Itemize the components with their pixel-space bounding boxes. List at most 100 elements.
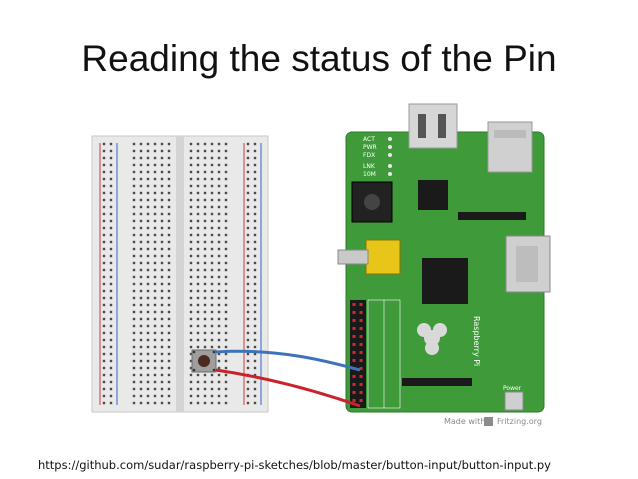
breadboard-hole — [167, 268, 171, 272]
breadboard-hole — [146, 198, 150, 202]
breadboard-hole — [253, 247, 257, 251]
breadboard-hole — [246, 338, 250, 342]
gpio-pin — [359, 327, 363, 330]
breadboard-hole — [217, 163, 221, 167]
breadboard-hole — [189, 387, 193, 391]
rca-video-port — [365, 239, 401, 275]
breadboard-hole — [139, 177, 143, 181]
breadboard-hole — [146, 401, 150, 405]
breadboard-hole — [253, 163, 257, 167]
breadboard-hole — [224, 177, 228, 181]
breadboard-hole — [224, 331, 228, 335]
gpio-pin — [352, 303, 356, 306]
breadboard-hole — [153, 331, 157, 335]
blue-wire — [215, 349, 361, 372]
breadboard-hole — [210, 394, 214, 398]
breadboard-hole — [167, 380, 171, 384]
breadboard-hole — [102, 149, 106, 153]
breadboard-hole — [224, 338, 228, 342]
breadboard-hole — [146, 247, 150, 251]
breadboard-hole — [109, 226, 113, 230]
breadboard-hole — [139, 163, 143, 167]
breadboard-hole — [210, 261, 214, 265]
breadboard-hole — [102, 170, 106, 174]
power-label: Power — [503, 385, 522, 392]
breadboard-hole — [167, 401, 171, 405]
breadboard-hole — [203, 247, 207, 251]
breadboard-hole — [139, 282, 143, 286]
breadboard-hole — [167, 345, 171, 349]
breadboard-hole — [253, 198, 257, 202]
breadboard-hole — [132, 247, 136, 251]
breadboard-hole — [139, 156, 143, 160]
breadboard-hole — [109, 310, 113, 314]
breadboard-hole — [189, 219, 193, 223]
breadboard-hole — [139, 184, 143, 188]
breadboard-hole — [210, 282, 214, 286]
breadboard-hole — [160, 219, 164, 223]
breadboard-hole — [203, 324, 207, 328]
breadboard-hole — [246, 289, 250, 293]
breadboard-hole — [196, 338, 200, 342]
breadboard-hole — [160, 226, 164, 230]
breadboard-hole — [203, 240, 207, 244]
breadboard-hole — [139, 261, 143, 265]
fritzing-watermark: Made with Fritzing.org — [444, 417, 542, 426]
breadboard-hole — [224, 142, 228, 146]
breadboard-hole — [196, 324, 200, 328]
breadboard-hole — [210, 226, 214, 230]
breadboard-hole — [189, 324, 193, 328]
breadboard-hole — [102, 345, 106, 349]
raspberry-logo-icon — [417, 323, 447, 355]
breadboard-hole — [160, 142, 164, 146]
breadboard-hole — [217, 261, 221, 265]
breadboard-hole — [153, 198, 157, 202]
gpio-pin — [352, 311, 356, 314]
breadboard-hole — [203, 268, 207, 272]
breadboard-hole — [217, 177, 221, 181]
breadboard-hole — [210, 177, 214, 181]
breadboard-hole — [196, 149, 200, 153]
breadboard-hole — [253, 373, 257, 377]
gpio-pin — [359, 383, 363, 386]
breadboard-hole — [160, 191, 164, 195]
breadboard-hole — [160, 233, 164, 237]
breadboard-hole — [160, 394, 164, 398]
breadboard-hole — [189, 156, 193, 160]
breadboard-hole — [246, 191, 250, 195]
breadboard-hole — [246, 219, 250, 223]
breadboard-hole — [102, 359, 106, 363]
breadboard-hole — [132, 177, 136, 181]
breadboard-hole — [253, 303, 257, 307]
breadboard-hole — [146, 373, 150, 377]
breadboard-hole — [167, 149, 171, 153]
breadboard-hole — [167, 359, 171, 363]
breadboard-hole — [196, 296, 200, 300]
source-url[interactable]: https://github.com/sudar/raspberry-pi-sk… — [38, 458, 551, 472]
breadboard-hole — [153, 359, 157, 363]
breadboard-hole — [102, 275, 106, 279]
gpio-pin — [359, 351, 363, 354]
breadboard-hole — [146, 345, 150, 349]
breadboard-hole — [167, 205, 171, 209]
breadboard-hole — [132, 156, 136, 160]
breadboard-hole — [196, 331, 200, 335]
gpio-pin — [359, 391, 363, 394]
breadboard-hole — [196, 226, 200, 230]
breadboard-hole — [203, 219, 207, 223]
breadboard-hole — [146, 240, 150, 244]
breadboard-hole — [203, 394, 207, 398]
breadboard-hole — [253, 226, 257, 230]
breadboard-hole — [167, 373, 171, 377]
breadboard-hole — [160, 275, 164, 279]
breadboard-hole — [253, 380, 257, 384]
breadboard-hole — [196, 387, 200, 391]
breadboard-hole — [139, 352, 143, 356]
breadboard-hole — [224, 247, 228, 251]
breadboard-hole — [210, 163, 214, 167]
breadboard-hole — [196, 184, 200, 188]
breadboard-hole — [160, 366, 164, 370]
breadboard-hole — [153, 149, 157, 153]
breadboard-hole — [102, 317, 106, 321]
breadboard-hole — [146, 233, 150, 237]
